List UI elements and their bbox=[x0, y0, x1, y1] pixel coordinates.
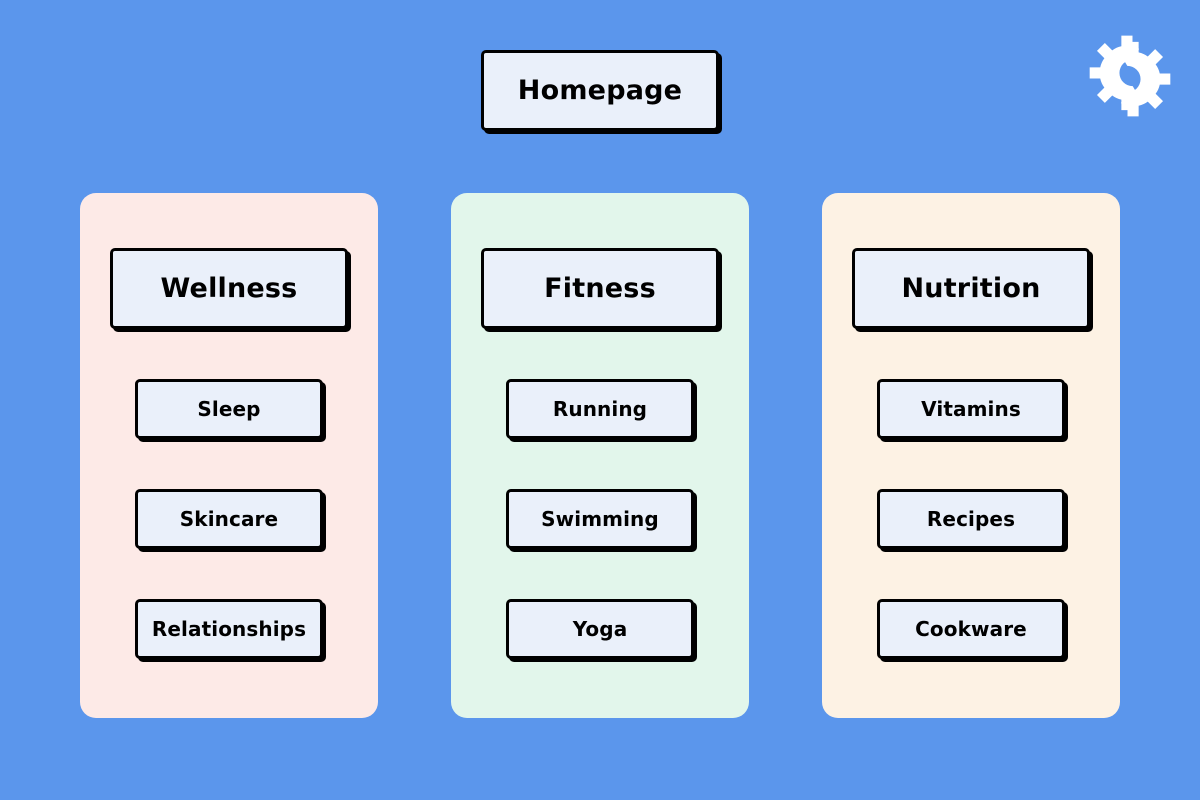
category-node-fitness[interactable]: Fitness bbox=[481, 248, 719, 329]
category-node-nutrition[interactable]: Nutrition bbox=[852, 248, 1090, 329]
children-wellness: Sleep Skincare Relationships bbox=[135, 379, 323, 659]
root-node[interactable]: Homepage bbox=[481, 50, 719, 131]
child-node-running[interactable]: Running bbox=[506, 379, 694, 439]
child-node-relationships[interactable]: Relationships bbox=[135, 599, 323, 659]
child-node-recipes[interactable]: Recipes bbox=[877, 489, 1065, 549]
child-node-sleep[interactable]: Sleep bbox=[135, 379, 323, 439]
double-gear-logo bbox=[1082, 28, 1178, 124]
category-node-wellness[interactable]: Wellness bbox=[110, 248, 348, 329]
root-node-label[interactable]: Homepage bbox=[481, 50, 719, 131]
children-nutrition: Vitamins Recipes Cookware bbox=[877, 379, 1065, 659]
children-fitness: Running Swimming Yoga bbox=[506, 379, 694, 659]
child-node-skincare[interactable]: Skincare bbox=[135, 489, 323, 549]
child-node-swimming[interactable]: Swimming bbox=[506, 489, 694, 549]
column-nutrition: Nutrition Vitamins Recipes Cookware bbox=[822, 193, 1120, 718]
child-node-yoga[interactable]: Yoga bbox=[506, 599, 694, 659]
column-fitness: Fitness Running Swimming Yoga bbox=[451, 193, 749, 718]
child-node-cookware[interactable]: Cookware bbox=[877, 599, 1065, 659]
column-wellness: Wellness Sleep Skincare Relationships bbox=[80, 193, 378, 718]
child-node-vitamins[interactable]: Vitamins bbox=[877, 379, 1065, 439]
category-columns: Wellness Sleep Skincare Relationships Fi… bbox=[80, 193, 1120, 718]
